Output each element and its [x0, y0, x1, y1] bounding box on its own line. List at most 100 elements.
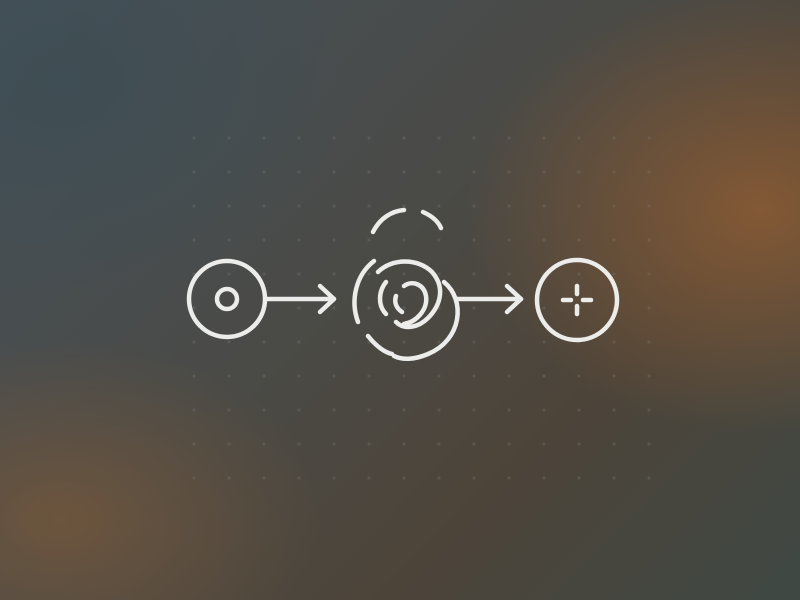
grid-dot: [472, 442, 476, 446]
grid-dot: [192, 476, 196, 480]
grid-dot: [402, 204, 406, 208]
grid-dot: [577, 204, 581, 208]
grid-dot: [297, 306, 301, 310]
grid-dot: [612, 272, 616, 276]
grid-dot: [297, 476, 301, 480]
grid-dot: [472, 340, 476, 344]
grid-dot: [577, 476, 581, 480]
grid-dot: [647, 476, 651, 480]
grid-dot: [367, 238, 371, 242]
grid-dot: [262, 170, 266, 174]
grid-dot: [612, 442, 616, 446]
grid-dot: [262, 238, 266, 242]
grid-dot: [437, 136, 441, 140]
grid-dot: [507, 476, 511, 480]
grid-dot: [192, 238, 196, 242]
grid-dot: [192, 408, 196, 412]
grid-dot: [297, 374, 301, 378]
grid-dot: [402, 442, 406, 446]
grid-dot: [402, 136, 406, 140]
grid-dot: [297, 340, 301, 344]
grid-dot: [227, 476, 231, 480]
grid-dot: [542, 442, 546, 446]
grid-dot: [367, 204, 371, 208]
grid-dot: [227, 340, 231, 344]
grid-dot: [472, 374, 476, 378]
grid-dot: [507, 272, 511, 276]
grid-dot: [332, 204, 336, 208]
grid-dot: [367, 272, 371, 276]
grid-dot: [332, 170, 336, 174]
grid-dot: [192, 340, 196, 344]
grid-dot: [437, 204, 441, 208]
source-circle-icon: [186, 258, 268, 340]
grid-dot: [262, 374, 266, 378]
crosshair-circle-icon: [534, 257, 620, 343]
grid-dot: [227, 374, 231, 378]
grid-dot: [262, 136, 266, 140]
grid-dot: [227, 408, 231, 412]
grid-dot: [507, 204, 511, 208]
grid-dot: [332, 306, 336, 310]
grid-dot: [367, 476, 371, 480]
grid-dot: [437, 476, 441, 480]
grid-dot: [437, 272, 441, 276]
grid-dot: [192, 170, 196, 174]
grid-dot: [297, 272, 301, 276]
grid-dot: [647, 374, 651, 378]
grid-dot: [577, 442, 581, 446]
grid-dot: [402, 408, 406, 412]
grid-dot: [472, 476, 476, 480]
grid-dot: [437, 170, 441, 174]
grid-dot: [402, 476, 406, 480]
grid-dot: [262, 204, 266, 208]
grid-dot: [472, 408, 476, 412]
grid-dot: [332, 136, 336, 140]
grid-dot: [612, 136, 616, 140]
grid-dot: [542, 374, 546, 378]
grid-dot: [227, 238, 231, 242]
grid-dot: [472, 306, 476, 310]
grid-dot: [542, 204, 546, 208]
grid-dot: [332, 340, 336, 344]
grid-dot: [612, 408, 616, 412]
grid-dot: [647, 136, 651, 140]
grid-dot: [472, 170, 476, 174]
grid-dot: [612, 374, 616, 378]
grid-dot: [192, 136, 196, 140]
grid-dot: [507, 238, 511, 242]
grid-dot: [227, 136, 231, 140]
grid-dot: [367, 170, 371, 174]
grid-dot: [402, 170, 406, 174]
grid-dot: [297, 408, 301, 412]
grid-dot: [647, 306, 651, 310]
grid-dot: [192, 204, 196, 208]
grid-dot: [612, 340, 616, 344]
grid-dot: [647, 442, 651, 446]
arrow-right-icon: [263, 283, 337, 315]
grid-dot: [577, 238, 581, 242]
grid-dot: [577, 136, 581, 140]
grid-dot: [192, 374, 196, 378]
grid-dot: [332, 408, 336, 412]
grid-dot: [507, 442, 511, 446]
grid-dot: [507, 408, 511, 412]
grid-dot: [332, 272, 336, 276]
grid-dot: [297, 238, 301, 242]
grid-dot: [297, 170, 301, 174]
grid-dot: [262, 442, 266, 446]
grid-dot: [367, 374, 371, 378]
grid-dot: [542, 170, 546, 174]
grid-dot: [472, 272, 476, 276]
grid-dot: [647, 204, 651, 208]
grid-dot: [367, 306, 371, 310]
grid-dot: [227, 204, 231, 208]
grid-dot: [262, 340, 266, 344]
fingerprint-icon: [352, 207, 460, 361]
grid-dot: [507, 136, 511, 140]
grid-dot: [542, 476, 546, 480]
grid-dot: [437, 374, 441, 378]
grid-dot: [332, 238, 336, 242]
grid-dot: [507, 170, 511, 174]
